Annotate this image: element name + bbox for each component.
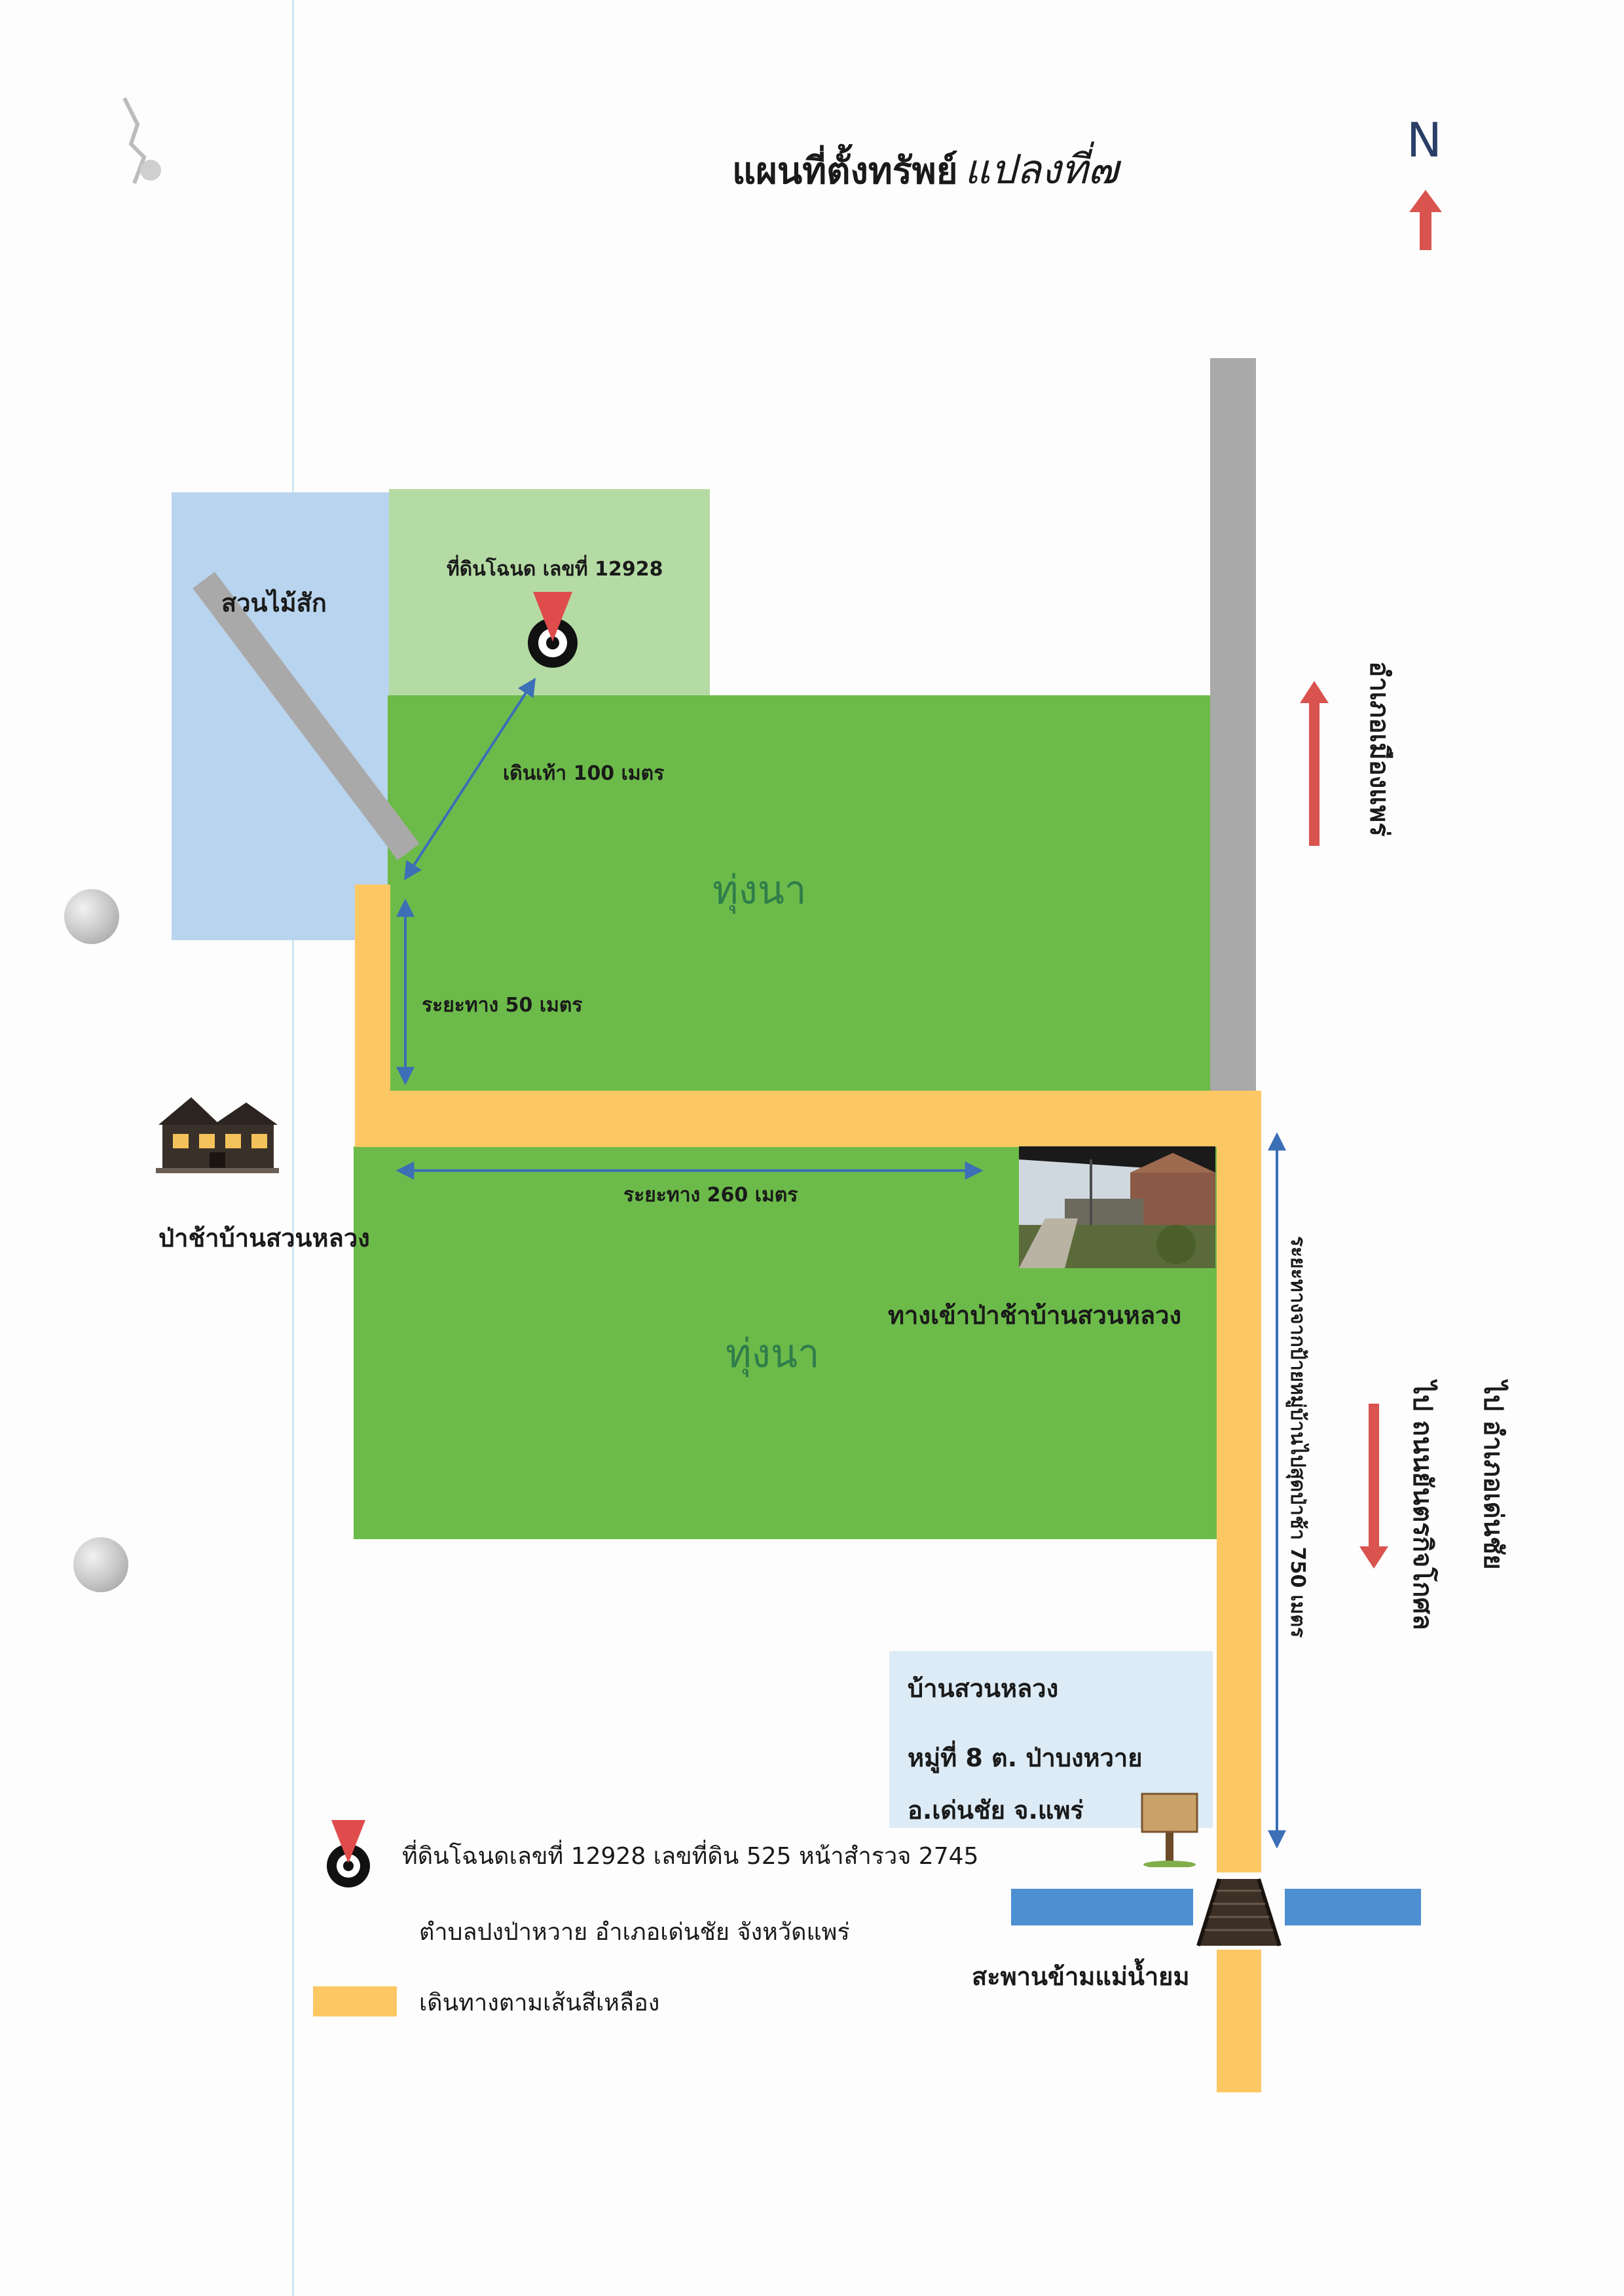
to-north-label: อำเภอเมืองแพร่ — [1364, 661, 1394, 837]
distance-750-label: ระยะทางจากป้ายหมู่บ้านไปสุดป่าช้า 750 เม… — [1286, 1236, 1309, 1638]
legend-parcel-line1: ที่ดินโฉนดเลขที่ 12928 เลขที่ดิน 525 หน้… — [402, 1843, 979, 1870]
target-location-pin-icon — [524, 592, 583, 672]
walk-100-label: เดินเท้า 100 เมตร — [503, 762, 665, 785]
yellow-path-horizontal — [355, 1091, 1261, 1147]
main-road-grey — [1210, 358, 1256, 1094]
village-sign-line3: อ.เด่นชัย จ.แพร่ — [908, 1796, 1084, 1825]
signpost-icon — [1141, 1785, 1200, 1870]
cemetery-entrance-label: ทางเข้าป่าช้าบ้านสวนหลวง — [888, 1301, 1182, 1330]
house-icon — [156, 1093, 279, 1176]
river-west — [1011, 1889, 1208, 1925]
north-arrow-icon — [1409, 190, 1442, 258]
teak-garden-label: สวนไม้สัก — [221, 589, 327, 617]
target-plot-label: ที่ดินโฉนด เลขที่ 12928 — [447, 558, 663, 581]
punch-hole-bottom — [73, 1537, 128, 1592]
to-south-label-2: ไป ถนนยันตรกิจโกศล — [1407, 1381, 1437, 1630]
paper-margin-line — [292, 0, 294, 2296]
arrow-to-south-icon — [1359, 1404, 1388, 1571]
teak-garden-area — [172, 492, 389, 940]
punch-hole-top — [64, 889, 119, 944]
paper-tear-mark — [98, 85, 170, 190]
walk-100-measure-line — [403, 678, 536, 881]
village-sign-line1: บ้านสวนหลวง — [908, 1674, 1059, 1703]
distance-50-label: ระยะทาง 50 เมตร — [422, 994, 583, 1017]
rice-field-north-label: ทุ่งนา — [712, 867, 807, 913]
legend-path-label: เดินทางตามเส้นสีเหลือง — [419, 1990, 660, 2016]
distance-260-label: ระยะทาง 260 เมตร — [623, 1184, 798, 1207]
north-label: N — [1407, 113, 1442, 168]
rice-field-south-label: ทุ่งนา — [726, 1331, 820, 1377]
legend-pin-icon — [323, 1820, 373, 1891]
river-east — [1283, 1889, 1421, 1925]
cemetery-entrance-photo — [1019, 1146, 1215, 1268]
village-sign-line2: หมู่ที่ 8 ต. ป่าบงหวาย — [908, 1743, 1143, 1772]
map-title: แผนที่ตั้งทรัพย์แปลงที่๗ — [732, 137, 1118, 202]
cemetery-label: ป่าช้าบ้านสวนหลวง — [158, 1224, 370, 1252]
map-title-printed: แผนที่ตั้งทรัพย์ — [732, 150, 958, 192]
legend-parcel-line2: ตำบลปงป่าหวาย อำเภอเด่นชัย จังหวัดแพร่ — [419, 1919, 850, 1946]
to-south-label-1: ไป อำเภอเด่นชัย — [1478, 1381, 1508, 1570]
map-title-handwritten: แปลงที่๗ — [964, 145, 1118, 193]
legend-yellow-swatch — [313, 1986, 397, 2016]
bridge-icon — [1193, 1872, 1285, 1950]
bridge-label: สะพานข้ามแม่น้ำยม — [972, 1962, 1190, 1991]
arrow-to-north-icon — [1300, 681, 1329, 848]
